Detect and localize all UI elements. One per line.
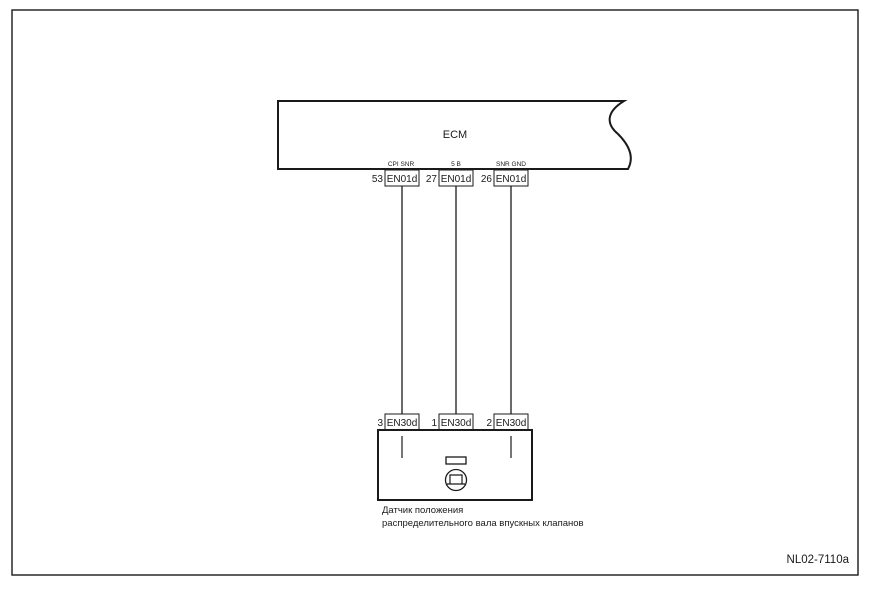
ecm-label: ECM xyxy=(443,129,467,141)
sensor-connector-1: EN30d xyxy=(441,418,472,429)
ecm-pin-26: 26 xyxy=(481,174,493,185)
ecm-connector-26: EN01d xyxy=(496,174,527,185)
ecm-pin-27: 27 xyxy=(426,174,438,185)
sensor-pin-2: 2 xyxy=(486,418,492,429)
ecm-signal-5v: 5 В xyxy=(451,161,461,168)
sensor-caption-line2: распределительного вала впускных клапано… xyxy=(382,518,584,529)
sensor-pin-3: 3 xyxy=(377,418,383,429)
diagram-frame xyxy=(11,9,859,576)
sensor-pin-1: 1 xyxy=(431,418,437,429)
ecm-signal-snr-gnd: SNR GND xyxy=(496,161,526,168)
sensor-caption-line1: Датчик положения xyxy=(382,505,463,516)
ecm-signal-cpi-snr: CPI SNR xyxy=(388,161,415,168)
figure-code: NL02-7110a xyxy=(787,554,850,566)
ecm-pin-53: 53 xyxy=(372,174,384,185)
sensor-connector-3: EN30d xyxy=(387,418,418,429)
hall-sensor-icon xyxy=(444,456,468,492)
ecm-block xyxy=(277,100,632,170)
ecm-connector-27: EN01d xyxy=(441,174,472,185)
sensor-connector-2: EN30d xyxy=(496,418,527,429)
ecm-connector-53: EN01d xyxy=(387,174,418,185)
